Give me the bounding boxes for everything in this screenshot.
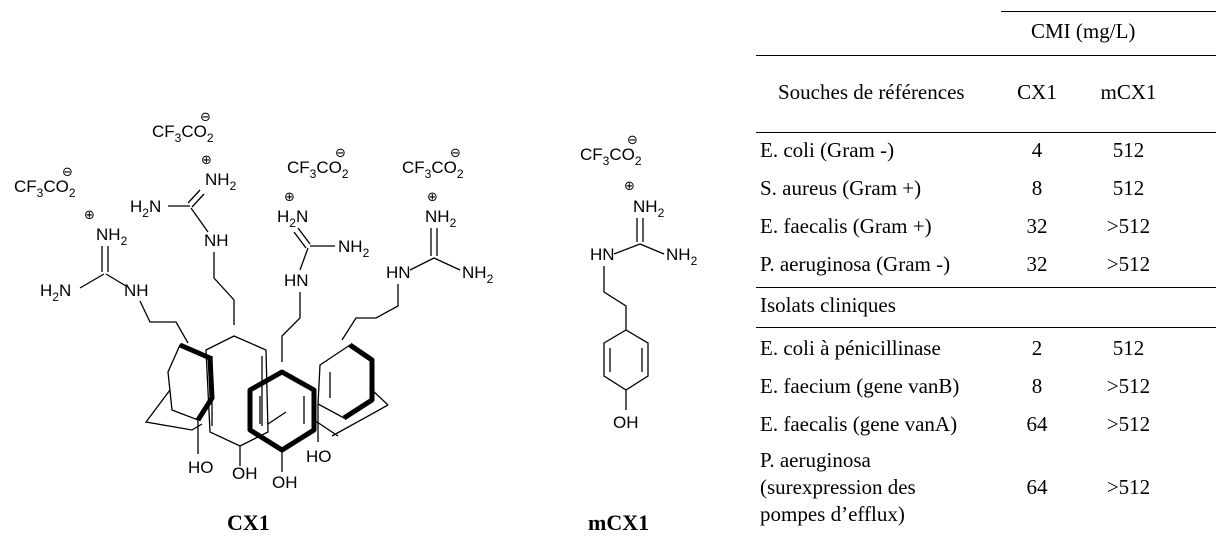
table-header-bottom-rule	[756, 132, 1216, 133]
svg-text:⊖: ⊖	[62, 165, 73, 180]
section-title: Isolats cliniques	[760, 293, 896, 317]
strain-name: E. faecalis (Gram +)	[760, 214, 932, 238]
svg-text:CF3CO2: CF3CO2	[402, 158, 464, 181]
svg-text:⊕: ⊕	[84, 208, 95, 223]
svg-text:NH2: NH2	[338, 237, 370, 260]
cx1-value: 8	[1031, 176, 1043, 200]
svg-text:CF3CO2: CF3CO2	[152, 122, 214, 145]
svg-text:OH: OH	[272, 473, 298, 492]
cx1-value: 64	[1026, 475, 1048, 499]
cx1-calixarene-core	[144, 335, 389, 472]
cx1-value: 32	[1026, 252, 1048, 276]
svg-text:HN: HN	[590, 245, 615, 264]
svg-text:HO: HO	[306, 447, 332, 466]
cx1-value: 2	[1031, 336, 1043, 360]
svg-text:⊕: ⊕	[427, 190, 438, 205]
cx1-counterion-4: CF3CO2 ⊖	[402, 146, 464, 181]
table-section-rule	[756, 287, 1216, 288]
svg-text:HN: HN	[386, 263, 411, 282]
svg-text:OH: OH	[613, 413, 639, 432]
svg-text:⊕: ⊕	[624, 179, 635, 194]
cx1-counterion-3: CF3CO2 ⊖	[287, 146, 349, 181]
svg-text:NH2: NH2	[633, 197, 665, 220]
mcx1-value: >512	[1106, 475, 1151, 499]
svg-text:NH: NH	[124, 281, 149, 300]
cx1-value: 8	[1031, 374, 1043, 398]
strain-name: E. coli à pénicillinase	[760, 336, 941, 360]
cx1-caption: CX1	[227, 510, 270, 535]
svg-text:CF3CO2: CF3CO2	[287, 158, 349, 181]
cx1-value: 64	[1026, 412, 1048, 436]
svg-text:NH2: NH2	[425, 207, 457, 230]
strain-name: S. aureus (Gram +)	[760, 176, 922, 200]
svg-text:⊕: ⊕	[201, 153, 212, 168]
svg-text:HN: HN	[284, 271, 309, 290]
strain-name-line-2: (surexpression des	[760, 475, 916, 499]
table-top-rule	[1001, 11, 1216, 12]
svg-text:HO: HO	[188, 458, 214, 477]
svg-text:NH: NH	[204, 231, 229, 250]
strain-name-line-1: P. aeruginosa	[760, 448, 871, 472]
mcx1-value: >512	[1106, 412, 1151, 436]
svg-text:NH2: NH2	[96, 225, 128, 248]
svg-text:NH2: NH2	[666, 245, 698, 268]
svg-text:NH2: NH2	[462, 263, 494, 286]
mcx1-value: 512	[1112, 176, 1145, 200]
table-header-rule	[756, 55, 1216, 56]
table-header-group: CMI (mg/L)	[1031, 19, 1136, 43]
cx1-counterion-1: CF3CO2 ⊖	[152, 110, 214, 145]
header-strains: Souches de références	[778, 80, 965, 104]
svg-text:H2N: H2N	[277, 207, 308, 230]
cx1-value: 4	[1031, 138, 1043, 162]
strain-name: E. coli (Gram -)	[760, 138, 895, 162]
svg-text:NH2: NH2	[205, 170, 237, 193]
cx1-hydroxyl-labels: HO OH OH HO	[188, 447, 332, 492]
cx1-value: 32	[1026, 214, 1048, 238]
cx1-guanidinium-c: ⊕ H2N NH2 HN	[277, 190, 370, 362]
cx1-counterion-2: CF3CO2 ⊖	[14, 165, 76, 200]
strain-name: P. aeruginosa (Gram -)	[760, 252, 951, 276]
mcx1-caption: mCX1	[588, 510, 649, 535]
strain-name-line-3: pompes d’efflux)	[760, 502, 905, 526]
strain-name: E. faecium (gene vanB)	[760, 374, 960, 398]
header-mcx1: mCX1	[1100, 80, 1157, 104]
svg-text:H2N: H2N	[40, 281, 71, 304]
table-section-rule	[756, 327, 1216, 328]
svg-text:⊕: ⊕	[284, 190, 295, 205]
cx1-guanidinium-b: ⊕ NH2 H2N NH	[130, 153, 237, 325]
svg-text:CF3CO2: CF3CO2	[14, 177, 76, 200]
header-cx1: CX1	[1017, 80, 1057, 104]
svg-text:⊖: ⊖	[200, 110, 211, 125]
svg-text:CF3CO2: CF3CO2	[580, 145, 642, 168]
svg-text:H2N: H2N	[130, 197, 161, 220]
mcx1-phenol-ring: OH	[603, 329, 649, 432]
cx1-guanidinium-a: ⊕ NH2 H2N NH	[40, 208, 189, 344]
mcx1-value: 512	[1112, 138, 1145, 162]
svg-text:⊖: ⊖	[450, 146, 461, 161]
mcx1-value: >512	[1106, 214, 1151, 238]
mcx1-value: >512	[1106, 252, 1151, 276]
strain-name: E. faecalis (gene vanA)	[760, 412, 958, 436]
mcx1-value: >512	[1106, 374, 1151, 398]
mcx1-value: 512	[1112, 336, 1145, 360]
cx1-guanidinium-d: ⊕ NH2 NH2 HN	[341, 190, 494, 341]
svg-text:OH: OH	[232, 464, 258, 483]
mcx1-counterion: CF3CO2 ⊖	[580, 133, 642, 168]
mcx1-guanidinium: ⊕ NH2 HN NH2	[590, 179, 698, 330]
svg-text:⊖: ⊖	[335, 146, 346, 161]
svg-text:⊖: ⊖	[627, 133, 638, 148]
